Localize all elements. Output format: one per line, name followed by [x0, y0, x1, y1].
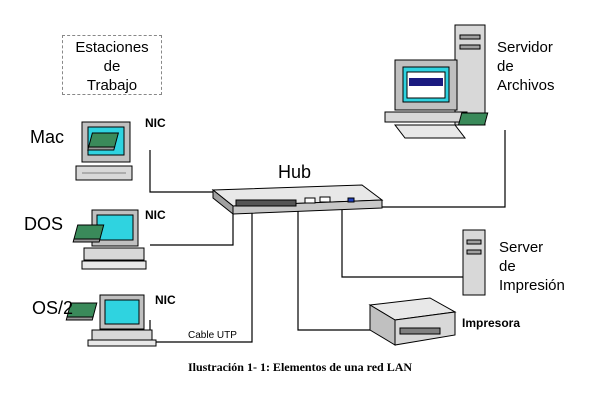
file-server-label-line: Servidor — [497, 39, 553, 56]
dos-nic-label: NIC — [145, 208, 166, 222]
os2-nic-label: NIC — [155, 293, 176, 307]
file-server-label-line: de — [497, 58, 514, 75]
cable-dos — [150, 207, 234, 246]
cable-os2 — [149, 207, 253, 343]
os2-nic-card-icon — [65, 302, 98, 321]
dos-computer-icon — [81, 209, 147, 270]
file-server-label: Servidor de Archivos — [497, 38, 555, 95]
workstations-title-line: Trabajo — [86, 77, 138, 94]
cable-mac — [149, 150, 215, 193]
print-server-label-line: de — [499, 258, 516, 275]
print-server-icon — [462, 229, 486, 296]
print-server-label-line: Server — [499, 239, 544, 256]
file-server-nic-card-icon — [457, 112, 489, 126]
hub-label: Hub — [278, 162, 312, 182]
mac-nic-label: NIC — [145, 116, 166, 130]
workstations-title-line: Estaciones — [75, 39, 149, 56]
os2-computer-icon — [87, 294, 157, 347]
dos-nic-card-icon — [72, 224, 105, 243]
cable-printer — [297, 207, 370, 331]
mac-computer-icon — [75, 121, 133, 181]
printer-icon — [368, 297, 457, 346]
file-server-icon — [384, 24, 486, 139]
print-server-label-line: Impresión — [499, 277, 565, 294]
file-server-label-line: Archivos — [497, 77, 555, 94]
figure-caption: Ilustración 1- 1: Elementos de una red L… — [187, 360, 413, 374]
dos-label: DOS — [24, 214, 64, 234]
cable-utp-label: Cable UTP — [188, 330, 237, 341]
hub-icon — [211, 184, 384, 216]
workstations-title-box: Estaciones de Trabajo — [62, 35, 162, 95]
print-server-label: Server de Impresión — [499, 238, 565, 295]
cable-file-server — [380, 130, 506, 208]
mac-label: Mac — [30, 127, 65, 147]
printer-label: Impresora — [462, 316, 521, 330]
workstations-title-line: de — [103, 58, 121, 75]
os2-label: OS/2 — [32, 298, 74, 318]
mac-nic-card-icon — [87, 132, 119, 151]
cable-print-server — [341, 207, 465, 278]
